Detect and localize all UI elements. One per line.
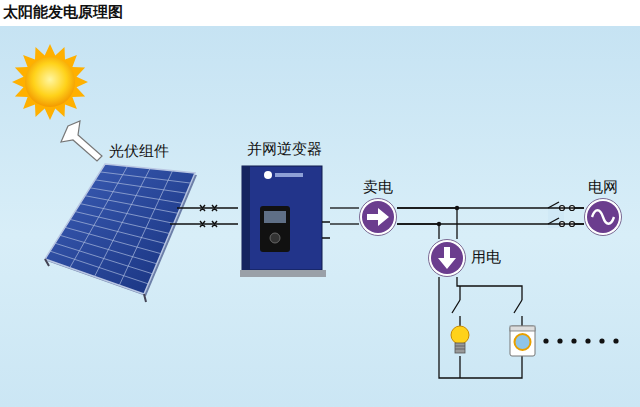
arrow-down-symbol — [428, 239, 466, 277]
inverter-box: 并网逆变器 — [238, 140, 330, 278]
solar-panel: 光伏组件 — [45, 142, 195, 302]
wire-pair — [195, 208, 238, 224]
more-loads-dots — [543, 338, 618, 343]
node-label: 电网 — [588, 178, 618, 196]
node-label: 卖电 — [363, 178, 393, 196]
use-circle: 用电 — [428, 239, 466, 277]
wire-pair — [397, 208, 584, 224]
junction-dot — [455, 206, 459, 210]
wire — [195, 223, 238, 224]
sun — [25, 57, 75, 107]
light-bulb — [451, 326, 469, 353]
node-label: 用电 — [471, 248, 501, 266]
solar-panel-figure — [45, 142, 195, 297]
inverter-figure — [238, 166, 330, 278]
junction-dot — [437, 222, 441, 226]
wire — [330, 223, 359, 224]
arrow-right-symbol — [359, 198, 397, 236]
light-arrow — [61, 121, 102, 161]
wire-pair — [397, 206, 459, 239]
wire — [397, 208, 457, 239]
wire — [195, 207, 238, 208]
sell-circle: 卖电 — [359, 178, 397, 236]
wire — [397, 224, 439, 239]
wire-pair — [330, 208, 359, 224]
washing-machine — [510, 326, 535, 356]
sun-rays — [12, 44, 88, 120]
wire — [330, 207, 359, 208]
node-label: 光伏组件 — [109, 142, 169, 160]
node-label: 并网逆变器 — [247, 140, 322, 158]
grid-circle: 电网 — [584, 178, 622, 236]
title: 太阳能发电原理图 — [3, 3, 123, 22]
ac-wave-symbol — [584, 198, 622, 236]
